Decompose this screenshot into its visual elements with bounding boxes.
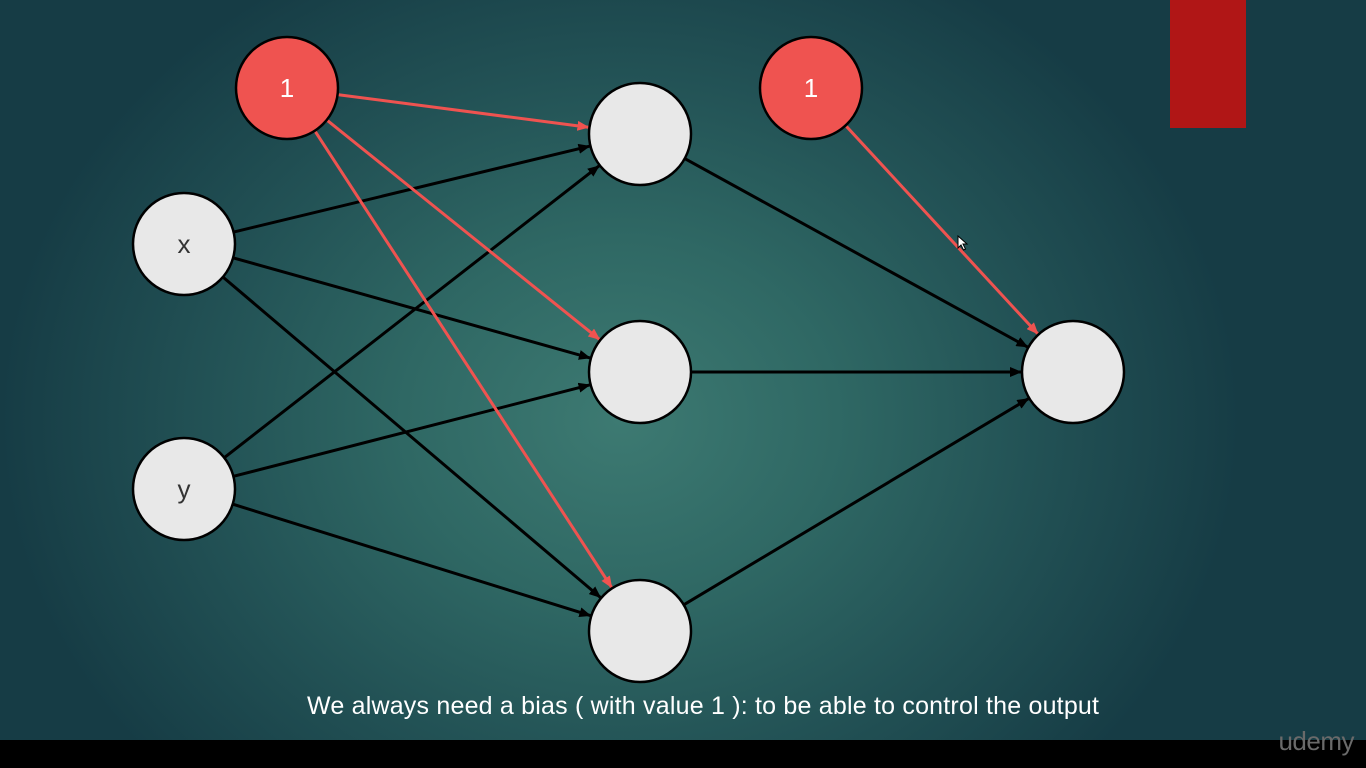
- slide-caption: We always need a bias ( with value 1 ): …: [307, 692, 1100, 720]
- weight-edges: [221, 143, 1030, 618]
- bias-edge-b2-out: [843, 123, 1039, 335]
- node-y-label: y: [178, 474, 191, 504]
- slide: x y 1 1 We always need a bias ( with value …: [0, 0, 1366, 740]
- nodes: x y 1 1: [131, 35, 1126, 684]
- node-h2-circle: [587, 319, 693, 425]
- weight-edge-x-h2: [231, 256, 591, 360]
- bias-edges: [312, 92, 1039, 589]
- node-h1: [587, 81, 693, 187]
- bias-edge-b1-h3: [312, 129, 613, 589]
- bias-edge-b1-h1: [336, 92, 590, 131]
- weight-edge-y-h2: [232, 382, 591, 479]
- node-x-label: x: [178, 229, 191, 259]
- bias-edge-b1-h2: [325, 118, 601, 341]
- node-x: x: [131, 191, 237, 297]
- weight-edge-x-h3: [221, 275, 602, 599]
- node-h1-circle: [587, 81, 693, 187]
- node-out-circle: [1020, 319, 1126, 425]
- node-h3-circle: [587, 578, 693, 684]
- weight-edge-h1-out: [683, 156, 1029, 349]
- node-x-circle: [131, 191, 237, 297]
- node-b2-label: 1: [804, 73, 818, 103]
- node-b2: 1: [758, 35, 864, 141]
- node-y: y: [131, 436, 237, 542]
- node-out: [1020, 319, 1126, 425]
- network-diagram: x y 1 1: [131, 35, 1126, 684]
- node-b2-circle: [758, 35, 864, 141]
- weight-edge-y-h1: [222, 164, 600, 460]
- video-bottom-bar: [0, 740, 1366, 768]
- weight-edge-y-h3: [231, 502, 592, 618]
- node-b1: 1: [234, 35, 340, 141]
- node-h2: [587, 319, 693, 425]
- node-y-circle: [131, 436, 237, 542]
- node-b1-label: 1: [280, 73, 294, 103]
- node-b1-circle: [234, 35, 340, 141]
- weight-edge-h3-out: [682, 397, 1030, 607]
- udemy-logo: udemy: [1278, 726, 1354, 756]
- mouse-cursor-icon: [957, 235, 969, 251]
- node-h3: [587, 578, 693, 684]
- accent-bar: [1170, 0, 1246, 128]
